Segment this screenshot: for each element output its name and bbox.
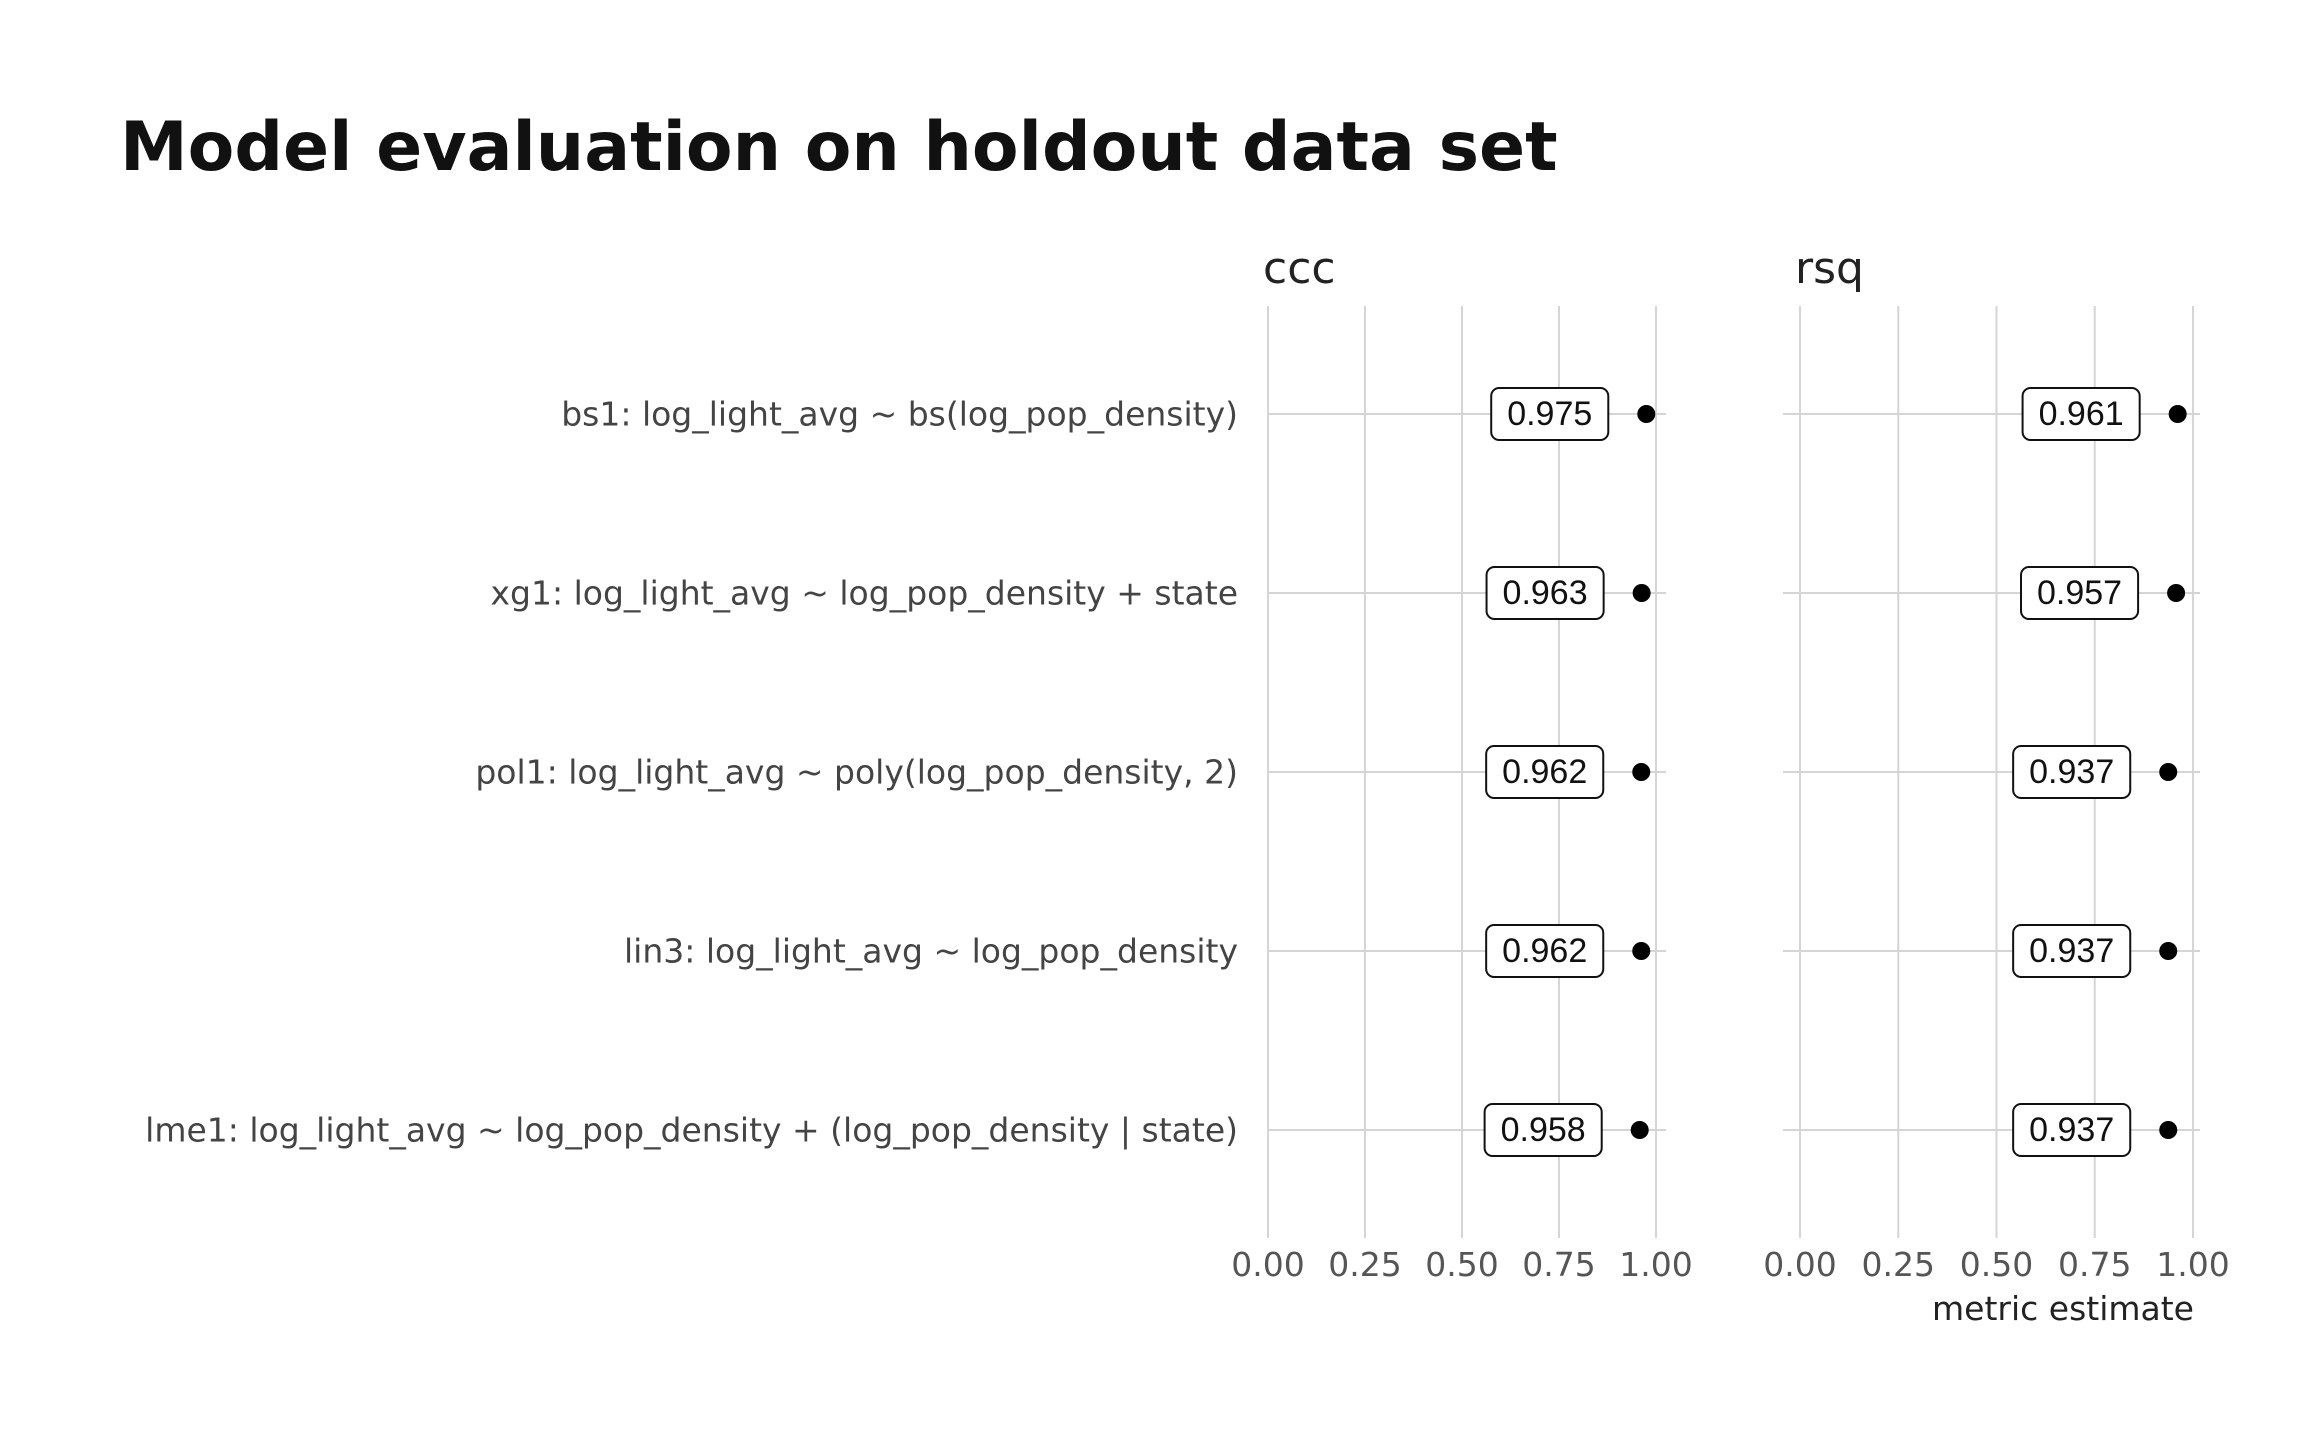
data-label: 0.937 [2029, 753, 2114, 791]
x-tick-label: 1.00 [2156, 1245, 2229, 1284]
data-label-box [1485, 745, 1605, 799]
row-label: bs1: log_light_avg ~ bs(log_pop_density) [561, 395, 1238, 434]
data-point [1632, 584, 1651, 602]
x-tick-label: 0.75 [1522, 1245, 1595, 1284]
data-label: 0.937 [2029, 932, 2114, 970]
data-label: 0.963 [1503, 574, 1588, 612]
chart-title: Model evaluation on holdout data set [120, 108, 1558, 187]
x-tick-label: 0.00 [1763, 1245, 1836, 1284]
data-label-box [2021, 387, 2141, 441]
row-label: lme1: log_light_avg ~ log_pop_density + … [145, 1111, 1238, 1150]
data-point [2159, 1121, 2178, 1139]
facet-ccc: ccc 0.00 0.25 0.50 0.75 1.00 0.975 0.963 0.962 0… [1231, 243, 1692, 1284]
data-label-box [1485, 566, 1605, 620]
data-point [2159, 942, 2178, 960]
data-point [1632, 763, 1651, 781]
row-labels: bs1: log_light_avg ~ bs(log_pop_density)… [145, 395, 1238, 1150]
data-label: 0.958 [1501, 1111, 1586, 1149]
data-label: 0.957 [2037, 574, 2122, 612]
row-label: xg1: log_light_avg ~ log_pop_density + s… [491, 574, 1238, 613]
row-label: lin3: log_light_avg ~ log_pop_density [624, 932, 1238, 971]
facet-title-ccc: ccc [1263, 243, 1336, 294]
x-tick-label: 0.75 [2058, 1245, 2131, 1284]
facet-title-rsq: rsq [1795, 243, 1864, 294]
data-label-box [2020, 566, 2140, 620]
data-point [1630, 1121, 1649, 1139]
facet-rsq: rsq 0.00 0.25 0.50 0.75 1.00 0.961 0.957 0.937 0… [1763, 243, 2229, 1284]
x-tick-label: 0.00 [1231, 1245, 1304, 1284]
data-label-box [1490, 387, 1610, 441]
data-label: 0.937 [2029, 1111, 2114, 1149]
data-label-box [2012, 1103, 2132, 1157]
data-label: 0.962 [1502, 753, 1587, 791]
data-label-box [2012, 924, 2132, 978]
data-point [1637, 405, 1656, 423]
data-point [2167, 584, 2186, 602]
data-label: 0.961 [2039, 395, 2124, 433]
row-label: pol1: log_light_avg ~ poly(log_pop_densi… [475, 753, 1238, 792]
x-tick-label: 0.50 [1960, 1245, 2033, 1284]
x-tick-label: 1.00 [1619, 1245, 1692, 1284]
data-label-box [1485, 924, 1605, 978]
data-label: 0.962 [1502, 932, 1587, 970]
x-axis-label: metric estimate [1932, 1289, 2194, 1328]
x-tick-label: 0.25 [1862, 1245, 1935, 1284]
data-point [1632, 942, 1651, 960]
data-point [2159, 763, 2178, 781]
data-point [2168, 405, 2187, 423]
data-label: 0.975 [1507, 395, 1592, 433]
x-tick-label: 0.25 [1328, 1245, 1401, 1284]
data-label-box [1483, 1103, 1603, 1157]
x-tick-label: 0.50 [1425, 1245, 1498, 1284]
data-label-box [2012, 745, 2132, 799]
